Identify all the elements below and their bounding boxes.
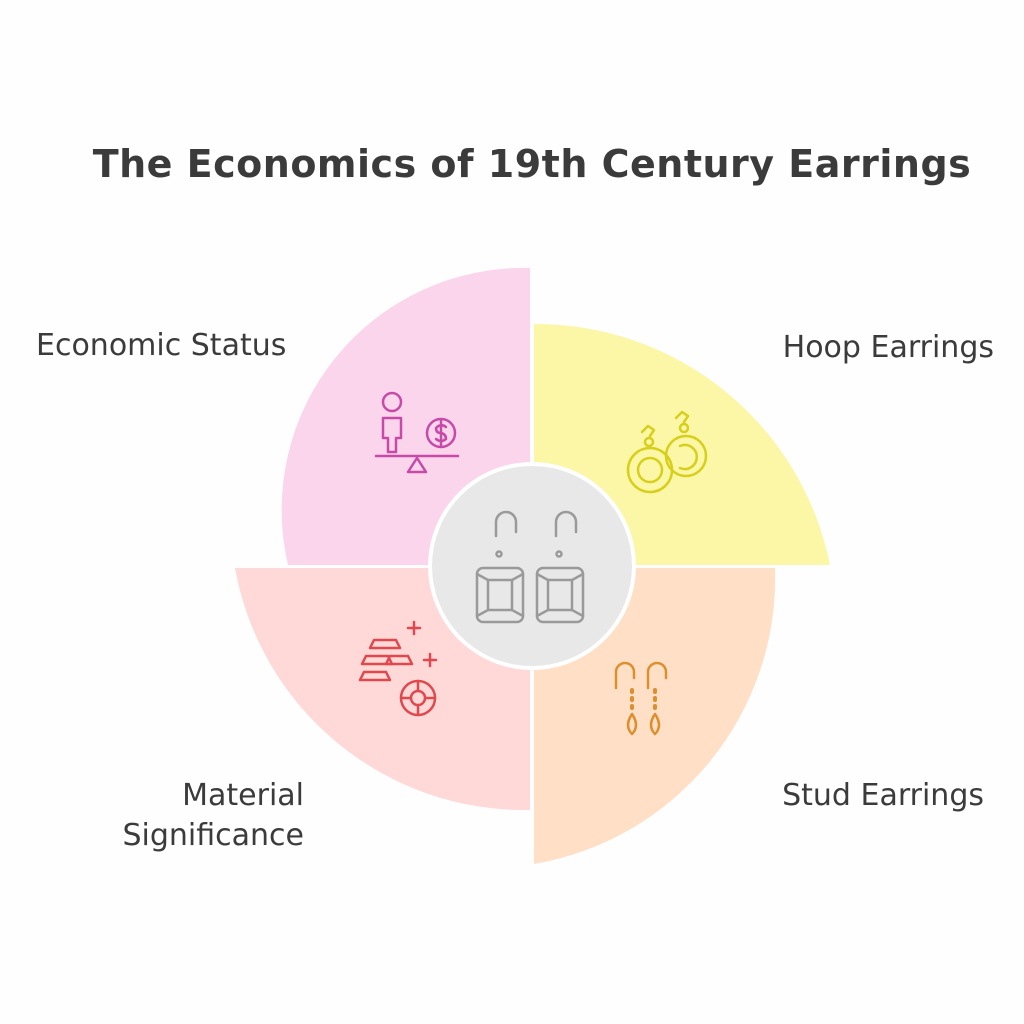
- label-hoop-earrings: Hoop Earrings: [782, 330, 994, 365]
- balance-scale-person-dollar-icon: [374, 391, 460, 474]
- gold-bars-gem-icon: [358, 620, 438, 717]
- label-material-significance: Material Significance: [122, 778, 304, 853]
- drop-earrings-icon: [614, 661, 668, 736]
- label-economic-status: Economic Status: [36, 328, 287, 363]
- center-circle: [428, 462, 636, 670]
- label-stud-earrings: Stud Earrings: [782, 778, 984, 813]
- hoop-earrings-icon: [626, 410, 708, 494]
- page-title: The Economics of 19th Century Earrings: [92, 142, 972, 186]
- square-gem-earrings-icon: [475, 510, 585, 624]
